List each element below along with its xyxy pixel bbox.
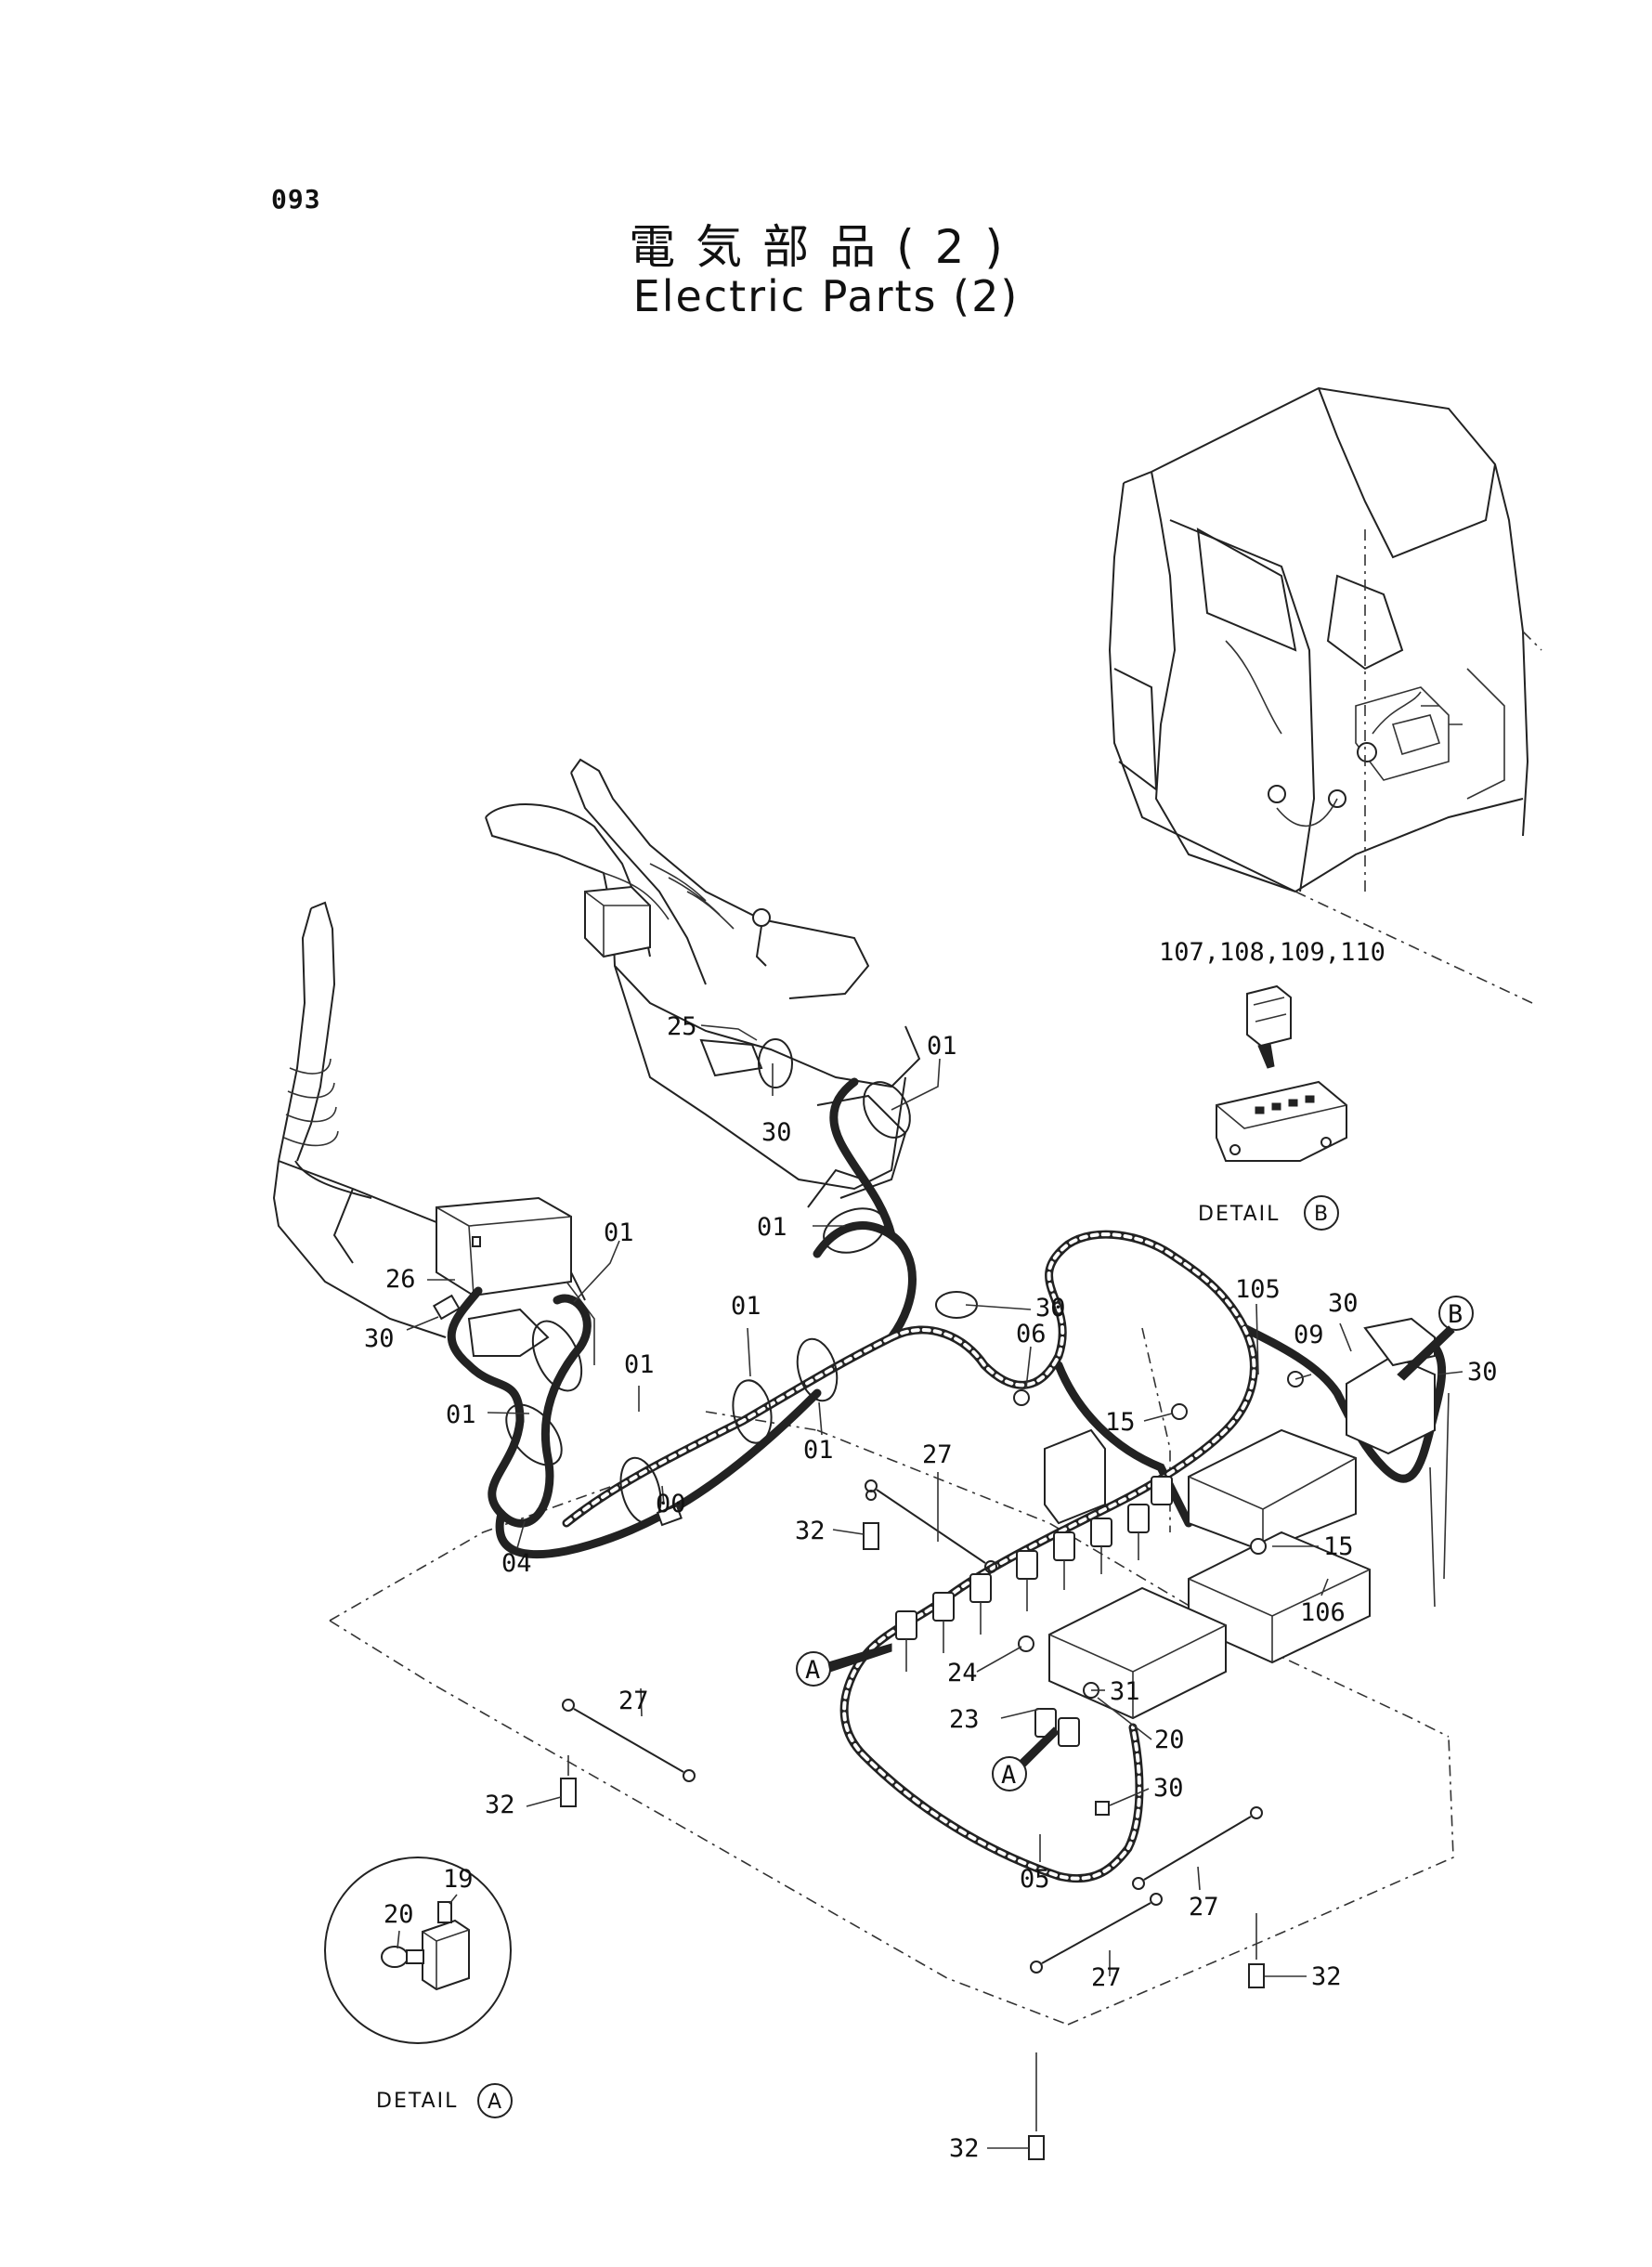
detail-a-ref: A (488, 2091, 503, 2114)
callout-20: 20 (1154, 1726, 1185, 1754)
detail-a-label: DETAIL (376, 2090, 458, 2113)
callout-30-r1: 30 (1328, 1289, 1359, 1318)
callout-15-b: 15 (1323, 1532, 1354, 1561)
callout-25: 25 (667, 1012, 697, 1041)
tie-straps (562, 1479, 1263, 1974)
callout-27-top: 27 (922, 1440, 953, 1469)
detail-b-fuse: 107,108,109,110 DETAIL B (1159, 938, 1385, 1231)
callout-01-mid: 01 (757, 1213, 787, 1242)
ref-a-marker-1: A (805, 1656, 820, 1685)
callout-01-top: 01 (927, 1032, 957, 1061)
callout-30-left: 30 (364, 1324, 395, 1353)
detail-a-inset: DETAIL A (324, 1857, 513, 2118)
callout-30-r2: 30 (1467, 1358, 1498, 1387)
callout-19-detail: 19 (443, 1865, 474, 1894)
callout-31: 31 (1110, 1677, 1140, 1706)
page-number: 093 (271, 184, 321, 215)
left-console-illustration (272, 901, 595, 1365)
callout-23: 23 (949, 1705, 980, 1734)
detail-b-ref: B (1314, 1203, 1330, 1226)
ref-a-marker-2: A (1001, 1761, 1016, 1790)
callout-labels: 25 01 30 01 01 26 30 01 01 01 01 00 04 3… (364, 1012, 1498, 2163)
callout-04: 04 (501, 1549, 532, 1578)
callout-30-top: 30 (761, 1118, 792, 1147)
callout-32-d: 32 (949, 2134, 980, 2163)
callout-05: 05 (1020, 1865, 1050, 1894)
reference-markers: A A B (796, 1296, 1474, 1791)
right-console-illustration (485, 758, 921, 1208)
callout-32-c: 32 (1311, 1962, 1342, 1991)
callout-01-a: 01 (446, 1401, 476, 1429)
cable-clamps (432, 1038, 1110, 1816)
callout-27-bot: 27 (1091, 1963, 1122, 1992)
callout-01-d: 01 (803, 1436, 834, 1465)
callout-24: 24 (947, 1659, 978, 1687)
controller-boxes (1044, 1317, 1450, 1720)
leader-lines (397, 1024, 1463, 2149)
page-title-english: Electric Parts (2) (632, 271, 1020, 321)
page-title-japanese: 電気部品(2) (629, 220, 1023, 274)
callout-32-b: 32 (485, 1791, 515, 1819)
detail-b-label: DETAIL (1198, 1203, 1280, 1226)
callout-30-bot: 30 (1153, 1774, 1184, 1803)
callout-06: 06 (1016, 1320, 1047, 1348)
callout-32-a: 32 (795, 1517, 826, 1545)
callout-20-detail: 20 (384, 1900, 414, 1929)
callout-26: 26 (385, 1265, 416, 1294)
wiring-harness (447, 1077, 1447, 1883)
ref-b-marker: B (1448, 1300, 1463, 1329)
callout-09: 09 (1294, 1321, 1324, 1349)
callout-30-mid: 30 (1035, 1294, 1066, 1322)
callout-01-left: 01 (604, 1218, 634, 1247)
callout-105: 105 (1235, 1275, 1281, 1304)
relay-group (895, 1476, 1173, 1747)
callout-01-c: 01 (731, 1292, 761, 1321)
callout-106: 106 (1300, 1598, 1346, 1627)
callout-27-mid: 27 (618, 1687, 649, 1715)
callout-107-110: 107,108,109,110 (1159, 938, 1385, 967)
callout-00: 00 (656, 1490, 686, 1518)
cab-illustration (1108, 386, 1542, 1004)
callout-27-r: 27 (1189, 1893, 1219, 1922)
callout-01-b: 01 (624, 1350, 655, 1379)
callout-15-a: 15 (1105, 1408, 1136, 1437)
